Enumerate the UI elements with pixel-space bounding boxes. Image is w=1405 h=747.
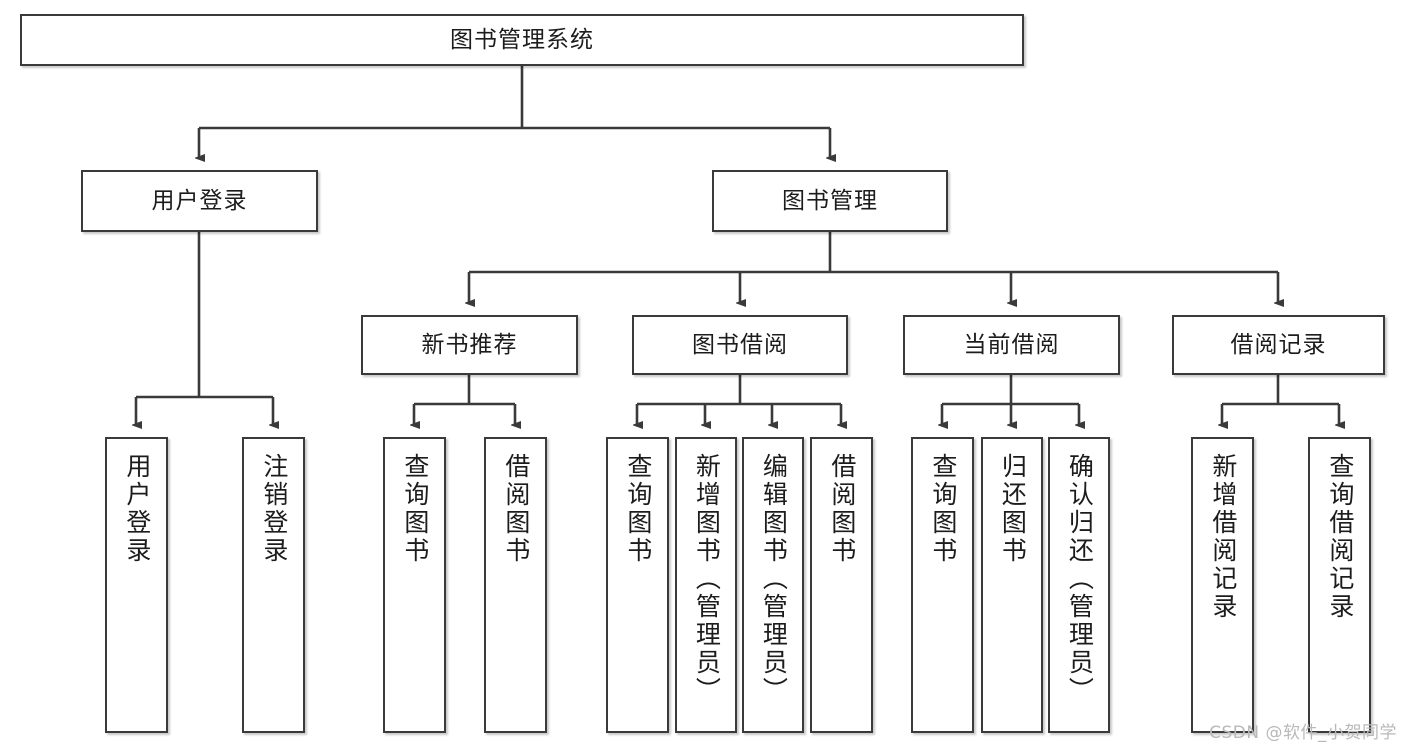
node-leaf-edit-book[interactable]: 编辑图书（管理员）: [742, 437, 804, 733]
node-label: 新书推荐: [421, 331, 518, 358]
node-label: 图书借阅: [692, 331, 788, 358]
node-label: 用户登录: [151, 187, 248, 214]
node-leaf-add-book[interactable]: 新增图书（管理员）: [675, 437, 737, 733]
node-leaf-query-book-1[interactable]: 查询图书: [383, 437, 446, 733]
node-label: 当前借阅: [963, 331, 1060, 358]
node-label: 图书管理系统: [450, 26, 594, 53]
node-label: 用户登录: [122, 453, 152, 565]
node-label: 查询图书: [400, 453, 430, 565]
node-leaf-borrow-book-2[interactable]: 借阅图书: [810, 437, 873, 733]
node-leaf-query-record[interactable]: 查询借阅记录: [1308, 437, 1371, 733]
node-label: 查询借阅记录: [1325, 453, 1355, 621]
node-label: 注销登录: [259, 453, 289, 565]
node-current-borrow[interactable]: 当前借阅: [903, 315, 1120, 375]
node-user-login[interactable]: 用户登录: [81, 170, 318, 232]
node-label: 新增借阅记录: [1208, 453, 1238, 621]
node-label: 借阅图书: [827, 453, 857, 565]
node-borrow-record[interactable]: 借阅记录: [1172, 315, 1385, 375]
node-label: 查询图书: [928, 453, 958, 565]
node-leaf-user-login[interactable]: 用户登录: [105, 437, 168, 733]
node-leaf-user-logout[interactable]: 注销登录: [242, 437, 305, 733]
node-book-manage[interactable]: 图书管理: [712, 170, 948, 232]
node-leaf-query-book-3[interactable]: 查询图书: [911, 437, 974, 733]
node-label: 图书管理: [782, 187, 878, 214]
node-new-book-rec[interactable]: 新书推荐: [361, 315, 578, 375]
node-root[interactable]: 图书管理系统: [20, 14, 1024, 66]
node-leaf-confirm-return[interactable]: 确认归还（管理员）: [1048, 437, 1110, 733]
node-label: 借阅图书: [501, 453, 531, 565]
node-label: 查询图书: [623, 453, 653, 565]
node-label: 新增图书（管理员）: [692, 453, 722, 705]
node-label: 借阅记录: [1230, 331, 1327, 358]
node-leaf-add-record[interactable]: 新增借阅记录: [1191, 437, 1254, 733]
node-label: 编辑图书（管理员）: [759, 453, 789, 705]
node-leaf-query-book-2[interactable]: 查询图书: [606, 437, 669, 733]
node-book-borrow[interactable]: 图书借阅: [632, 315, 848, 375]
watermark-text: CSDN @软件_小贺同学: [1209, 723, 1397, 743]
node-label: 确认归还（管理员）: [1065, 453, 1095, 705]
node-label: 归还图书: [998, 453, 1028, 565]
node-leaf-borrow-book-1[interactable]: 借阅图书: [484, 437, 547, 733]
node-leaf-return-book[interactable]: 归还图书: [981, 437, 1043, 733]
